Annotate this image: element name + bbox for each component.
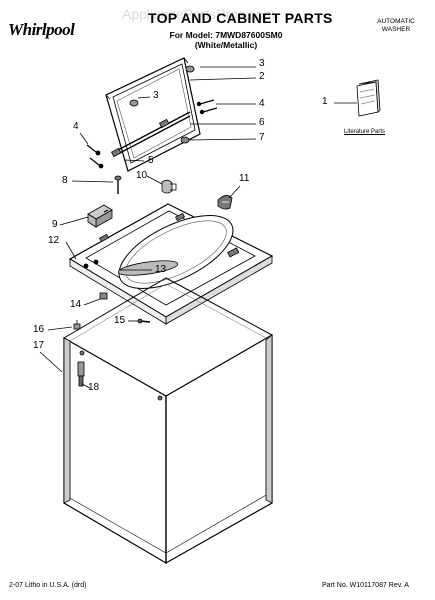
callout-14: 14 <box>70 299 82 310</box>
callout-15: 15 <box>114 315 126 326</box>
leader-line-8 <box>71 180 114 183</box>
callout-1: 1 <box>322 96 328 107</box>
callout-12: 12 <box>48 235 60 246</box>
callout-7: 7 <box>259 132 265 143</box>
top-clip-screw <box>137 318 151 324</box>
appliance-type: AUTOMATIC WASHER <box>366 18 426 34</box>
model-info: For Model: 7MWD87600SM0 (White/Metallic) <box>146 30 306 50</box>
leader-line-17 <box>39 351 63 373</box>
callout-8: 8 <box>62 175 68 186</box>
callout-17: 17 <box>33 340 45 351</box>
callout-2: 2 <box>259 71 265 82</box>
callout-11: 11 <box>239 173 250 184</box>
lid-striker <box>217 195 233 210</box>
model-variant: (White/Metallic) <box>194 40 258 50</box>
model-number: For Model: 7MWD87600SM0 <box>169 30 283 40</box>
callout-13: 13 <box>155 264 167 275</box>
leader-line-11 <box>228 185 241 199</box>
leader-line-9 <box>59 216 89 226</box>
hinge-screws-left <box>86 144 104 169</box>
lid <box>105 57 201 172</box>
leader-line-5 <box>123 159 145 162</box>
part-number: Part No. W10117087 Rev. A <box>322 582 409 589</box>
callout-5: 5 <box>148 155 154 166</box>
callout-3a: 3 <box>259 58 265 69</box>
callout-18: 18 <box>88 382 100 393</box>
leader-line-7 <box>188 138 257 141</box>
callout-6: 6 <box>259 117 265 128</box>
callout-9: 9 <box>52 219 58 230</box>
callout-16: 16 <box>33 324 45 335</box>
leader-line-18 <box>81 383 91 389</box>
cabinet-clip <box>73 320 81 330</box>
lid-switch <box>87 204 113 228</box>
print-info: 2-07 Litho in U.S.A. (drd) <box>9 582 87 589</box>
literature-booklet <box>356 79 381 117</box>
leader-line-4b <box>79 132 89 145</box>
leader-line-3b <box>137 96 151 99</box>
leader-line-14 <box>83 298 101 306</box>
lid-switch-screw <box>114 175 122 194</box>
leader-line-2 <box>189 77 257 81</box>
diagram-title: TOP AND CABINET PARTS <box>148 10 333 26</box>
appliance-type-line-2: WASHER <box>381 26 411 33</box>
leader-line-12 <box>65 241 77 260</box>
cabinet <box>63 277 273 565</box>
watermark: AppliancePartsPros.com <box>122 6 276 22</box>
cabinet-foot-pad <box>77 361 85 387</box>
callout-4b: 4 <box>73 121 79 132</box>
lid-switch-actuator <box>161 179 177 194</box>
leader-line-16 <box>47 326 73 331</box>
hinge-screws-right <box>196 99 218 115</box>
callout-10: 10 <box>136 170 148 181</box>
callout-4a: 4 <box>259 98 265 109</box>
callout-3b: 3 <box>153 90 159 101</box>
appliance-type-line-1: AUTOMATIC <box>377 18 415 25</box>
whirlpool-logo: Whirlpool <box>8 20 75 39</box>
top-hinge-clip <box>99 292 108 300</box>
literature-parts-label: Literature Parts <box>344 129 386 135</box>
leader-line-10 <box>146 175 163 185</box>
hinge-bushing <box>180 136 190 144</box>
